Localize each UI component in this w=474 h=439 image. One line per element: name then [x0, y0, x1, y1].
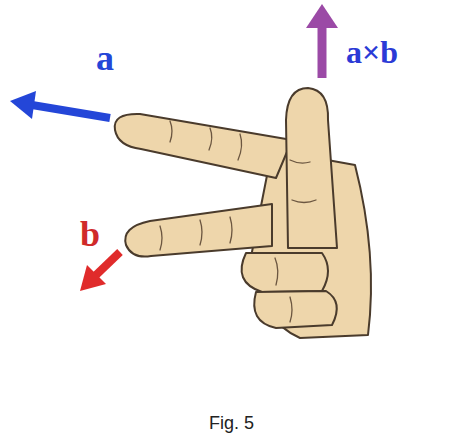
cross-product-label: a×b: [346, 36, 398, 68]
little-finger: [254, 291, 337, 328]
hand-creases: [160, 121, 316, 322]
vector-b-arrow: [80, 252, 120, 291]
cross-product-arrow: [306, 4, 338, 78]
vector-label: b: [80, 216, 100, 252]
hand: [115, 88, 371, 338]
figure-caption: Fig. 5: [209, 414, 254, 432]
index-finger: [115, 114, 292, 178]
vector-a-arrow: [10, 91, 110, 119]
middle-finger: [125, 204, 272, 257]
ring-finger: [242, 253, 328, 292]
thumb: [286, 88, 337, 248]
vector-label: a: [96, 40, 114, 76]
